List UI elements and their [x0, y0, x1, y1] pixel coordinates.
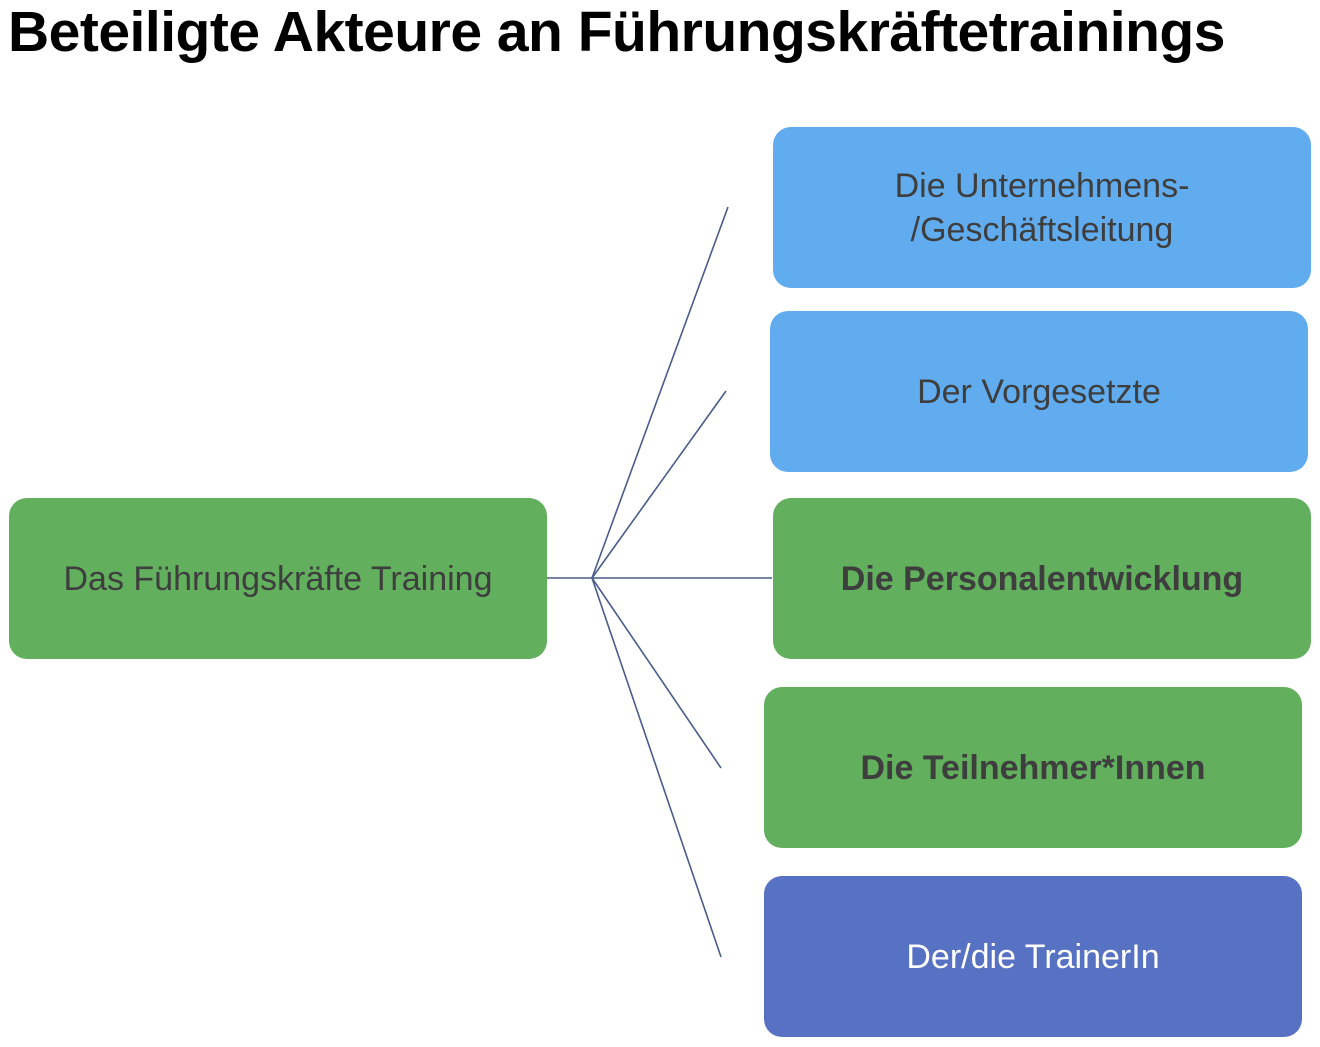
- actor-node-label: Der Vorgesetzte: [917, 372, 1161, 411]
- actor-node-label: Der/die TrainerIn: [906, 937, 1160, 976]
- root-node-fuehrungskraefte-training: Das Führungskräfte Training: [9, 498, 547, 659]
- actor-node-label: Die Unternehmens- /Geschäftsleitung: [894, 166, 1190, 249]
- connector-to-vorgesetzte: [591, 390, 727, 579]
- page-title: Beteiligte Akteure an Führungskräftetrai…: [8, 0, 1225, 64]
- connector-to-teilnehmer: [591, 577, 722, 769]
- actor-node-label: Die Personalentwicklung: [840, 559, 1244, 598]
- connector-to-geschaeftsleitung: [591, 206, 729, 579]
- root-node-label: Das Führungskräfte Training: [63, 559, 493, 598]
- actor-node-geschaeftsleitung: Die Unternehmens- /Geschäftsleitung: [773, 127, 1311, 288]
- actor-node-trainer: Der/die TrainerIn: [764, 876, 1302, 1037]
- actor-node-teilnehmer: Die Teilnehmer*Innen: [764, 687, 1302, 848]
- connector-to-trainer: [591, 577, 722, 958]
- actor-node-label: Die Teilnehmer*Innen: [860, 748, 1206, 787]
- actor-node-vorgesetzte: Der Vorgesetzte: [770, 311, 1308, 472]
- actor-node-personalentwicklung: Die Personalentwicklung: [773, 498, 1311, 659]
